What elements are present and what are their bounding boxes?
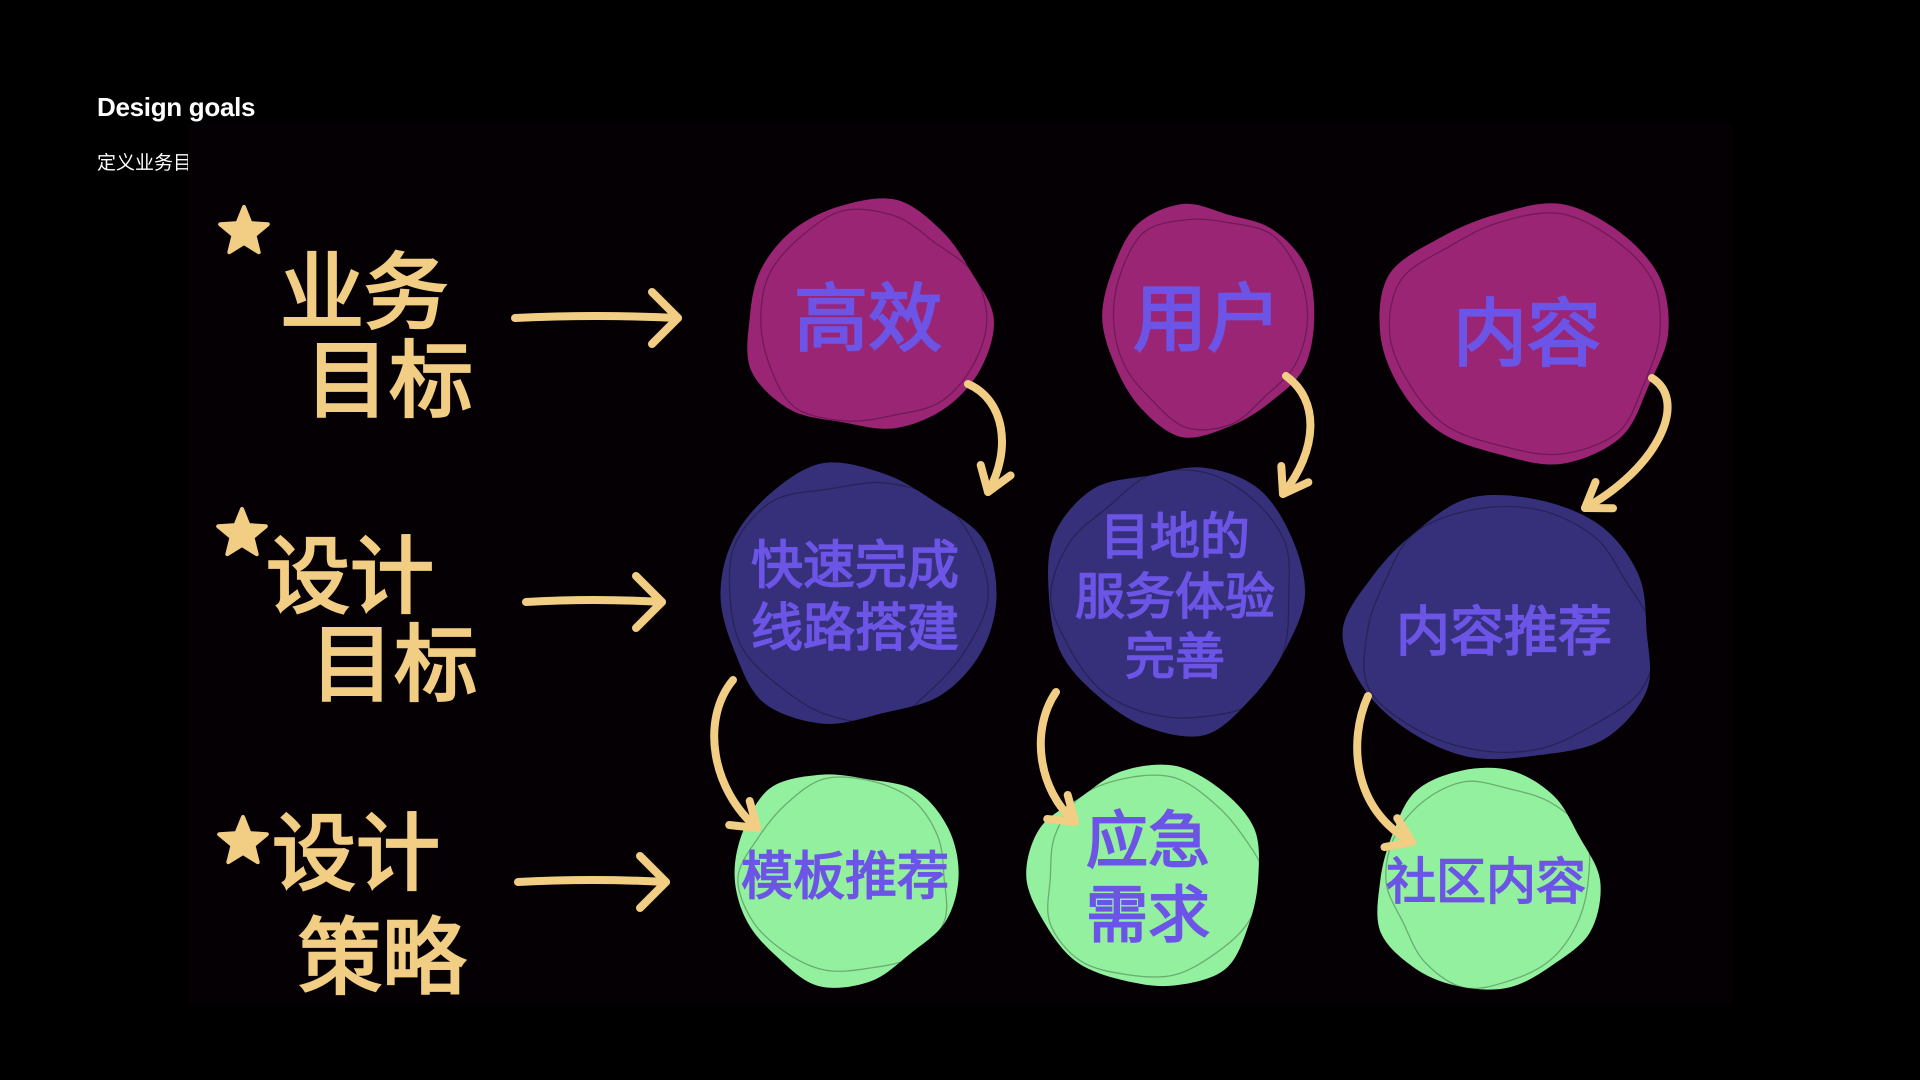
node-c1-r3-blob [734, 774, 959, 988]
row-3-arrow [514, 852, 670, 912]
node-c1-r1-outline [760, 208, 988, 422]
row-2-label-line-2: 目标 [310, 616, 478, 714]
down-arrow-shaft [1353, 692, 1416, 846]
down-arrow-4 [710, 676, 761, 832]
node-c1-r1: 高效 [747, 198, 994, 429]
page-title: Design goals [97, 92, 256, 122]
node-c2-r3-outline [1047, 774, 1265, 978]
node-c3-r2-text-line-1: 内容推荐 [1396, 600, 1612, 663]
node-c3-r2-blob [1342, 494, 1651, 760]
row-3-label-line-1: 设计 [272, 805, 440, 903]
down-arrow-head [976, 461, 1015, 496]
node-c3-r1-outline [1388, 212, 1661, 456]
node-c1-r1-blob [747, 198, 994, 429]
down-arrow-head [725, 797, 761, 832]
node-c3-r2: 内容推荐 [1342, 494, 1655, 760]
node-c3-r1-text-line-1: 内容 [1453, 292, 1601, 378]
arrow-head [636, 852, 670, 912]
node-c1-r2-blob [720, 462, 997, 724]
node-c2-r1-blob [1102, 203, 1315, 438]
node-c1-r1-text-line-1: 高效 [794, 277, 942, 363]
node-c3-r3-text-line-1: 社区内容 [1386, 853, 1586, 911]
node-c2-r1-text-line-1: 用户 [1133, 277, 1281, 363]
row-3-label-line-2: 策略 [298, 909, 468, 1007]
node-c1-r3: 模板推荐 [734, 774, 959, 988]
node-c2-r1-outline [1112, 218, 1309, 431]
node-c2-r2-blob [1048, 467, 1306, 737]
row-3-star-icon [217, 815, 269, 865]
node-c1-r2-text-line-2: 线路搭建 [751, 599, 959, 659]
node-c3-r1: 内容 [1379, 203, 1669, 465]
down-arrow-shaft [1279, 372, 1315, 498]
row-1-label-line-1: 业务 [280, 244, 448, 342]
node-c1-r2-outline [728, 481, 989, 724]
down-arrow-3 [1581, 374, 1672, 513]
node-c1-r2-text-line-1: 快速完成 [751, 537, 959, 597]
row-1-star-icon [218, 205, 270, 255]
down-arrow-shaft [710, 676, 761, 832]
node-c2-r2-text-line-2: 服务体验 [1075, 568, 1275, 626]
node-c1-r3-outline [737, 776, 948, 972]
node-c2-r1: 用户 [1102, 203, 1315, 438]
row-1-arrow [511, 288, 682, 348]
down-arrow-shaft [1036, 688, 1079, 826]
down-arrow-5 [1036, 688, 1079, 826]
node-c2-r3-blob [1026, 764, 1259, 987]
row-2-label-line-1: 设计 [266, 528, 434, 626]
node-c3-r1-blob [1379, 203, 1669, 465]
arrow-head [648, 288, 682, 348]
arrow-shaft [511, 312, 682, 322]
node-c2-r3-text-line-2: 需求 [1086, 879, 1210, 952]
down-arrow-1 [964, 380, 1015, 496]
node-c3-r3-blob [1377, 767, 1601, 990]
down-arrow-head [1581, 478, 1617, 513]
arrow-shaft [522, 596, 666, 606]
row-2-star-icon [216, 507, 268, 557]
down-arrow-head [1277, 462, 1313, 498]
down-arrow-shaft [964, 380, 1006, 496]
node-c2-r2-outline [1050, 469, 1290, 719]
node-c3-r3-outline [1385, 780, 1591, 990]
down-arrow-head [1043, 791, 1079, 826]
down-arrow-head [1380, 814, 1416, 852]
node-c2-r3-text-line-1: 应急 [1086, 804, 1210, 877]
down-arrow-2 [1277, 372, 1315, 498]
node-c3-r2-outline [1363, 505, 1655, 753]
node-c1-r3-text-line-1: 模板推荐 [741, 848, 949, 908]
down-arrow-6 [1353, 692, 1416, 852]
node-c3-r3: 社区内容 [1377, 767, 1601, 990]
down-arrow-shaft [1581, 374, 1672, 512]
node-c2-r2-text-line-1: 目地的 [1100, 508, 1250, 566]
row-1-label-line-2: 目标 [305, 332, 473, 430]
arrow-shaft [514, 876, 670, 886]
arrow-head [632, 572, 666, 632]
node-c2-r2-text-line-3: 完善 [1125, 628, 1225, 686]
row-2-arrow [522, 572, 666, 632]
